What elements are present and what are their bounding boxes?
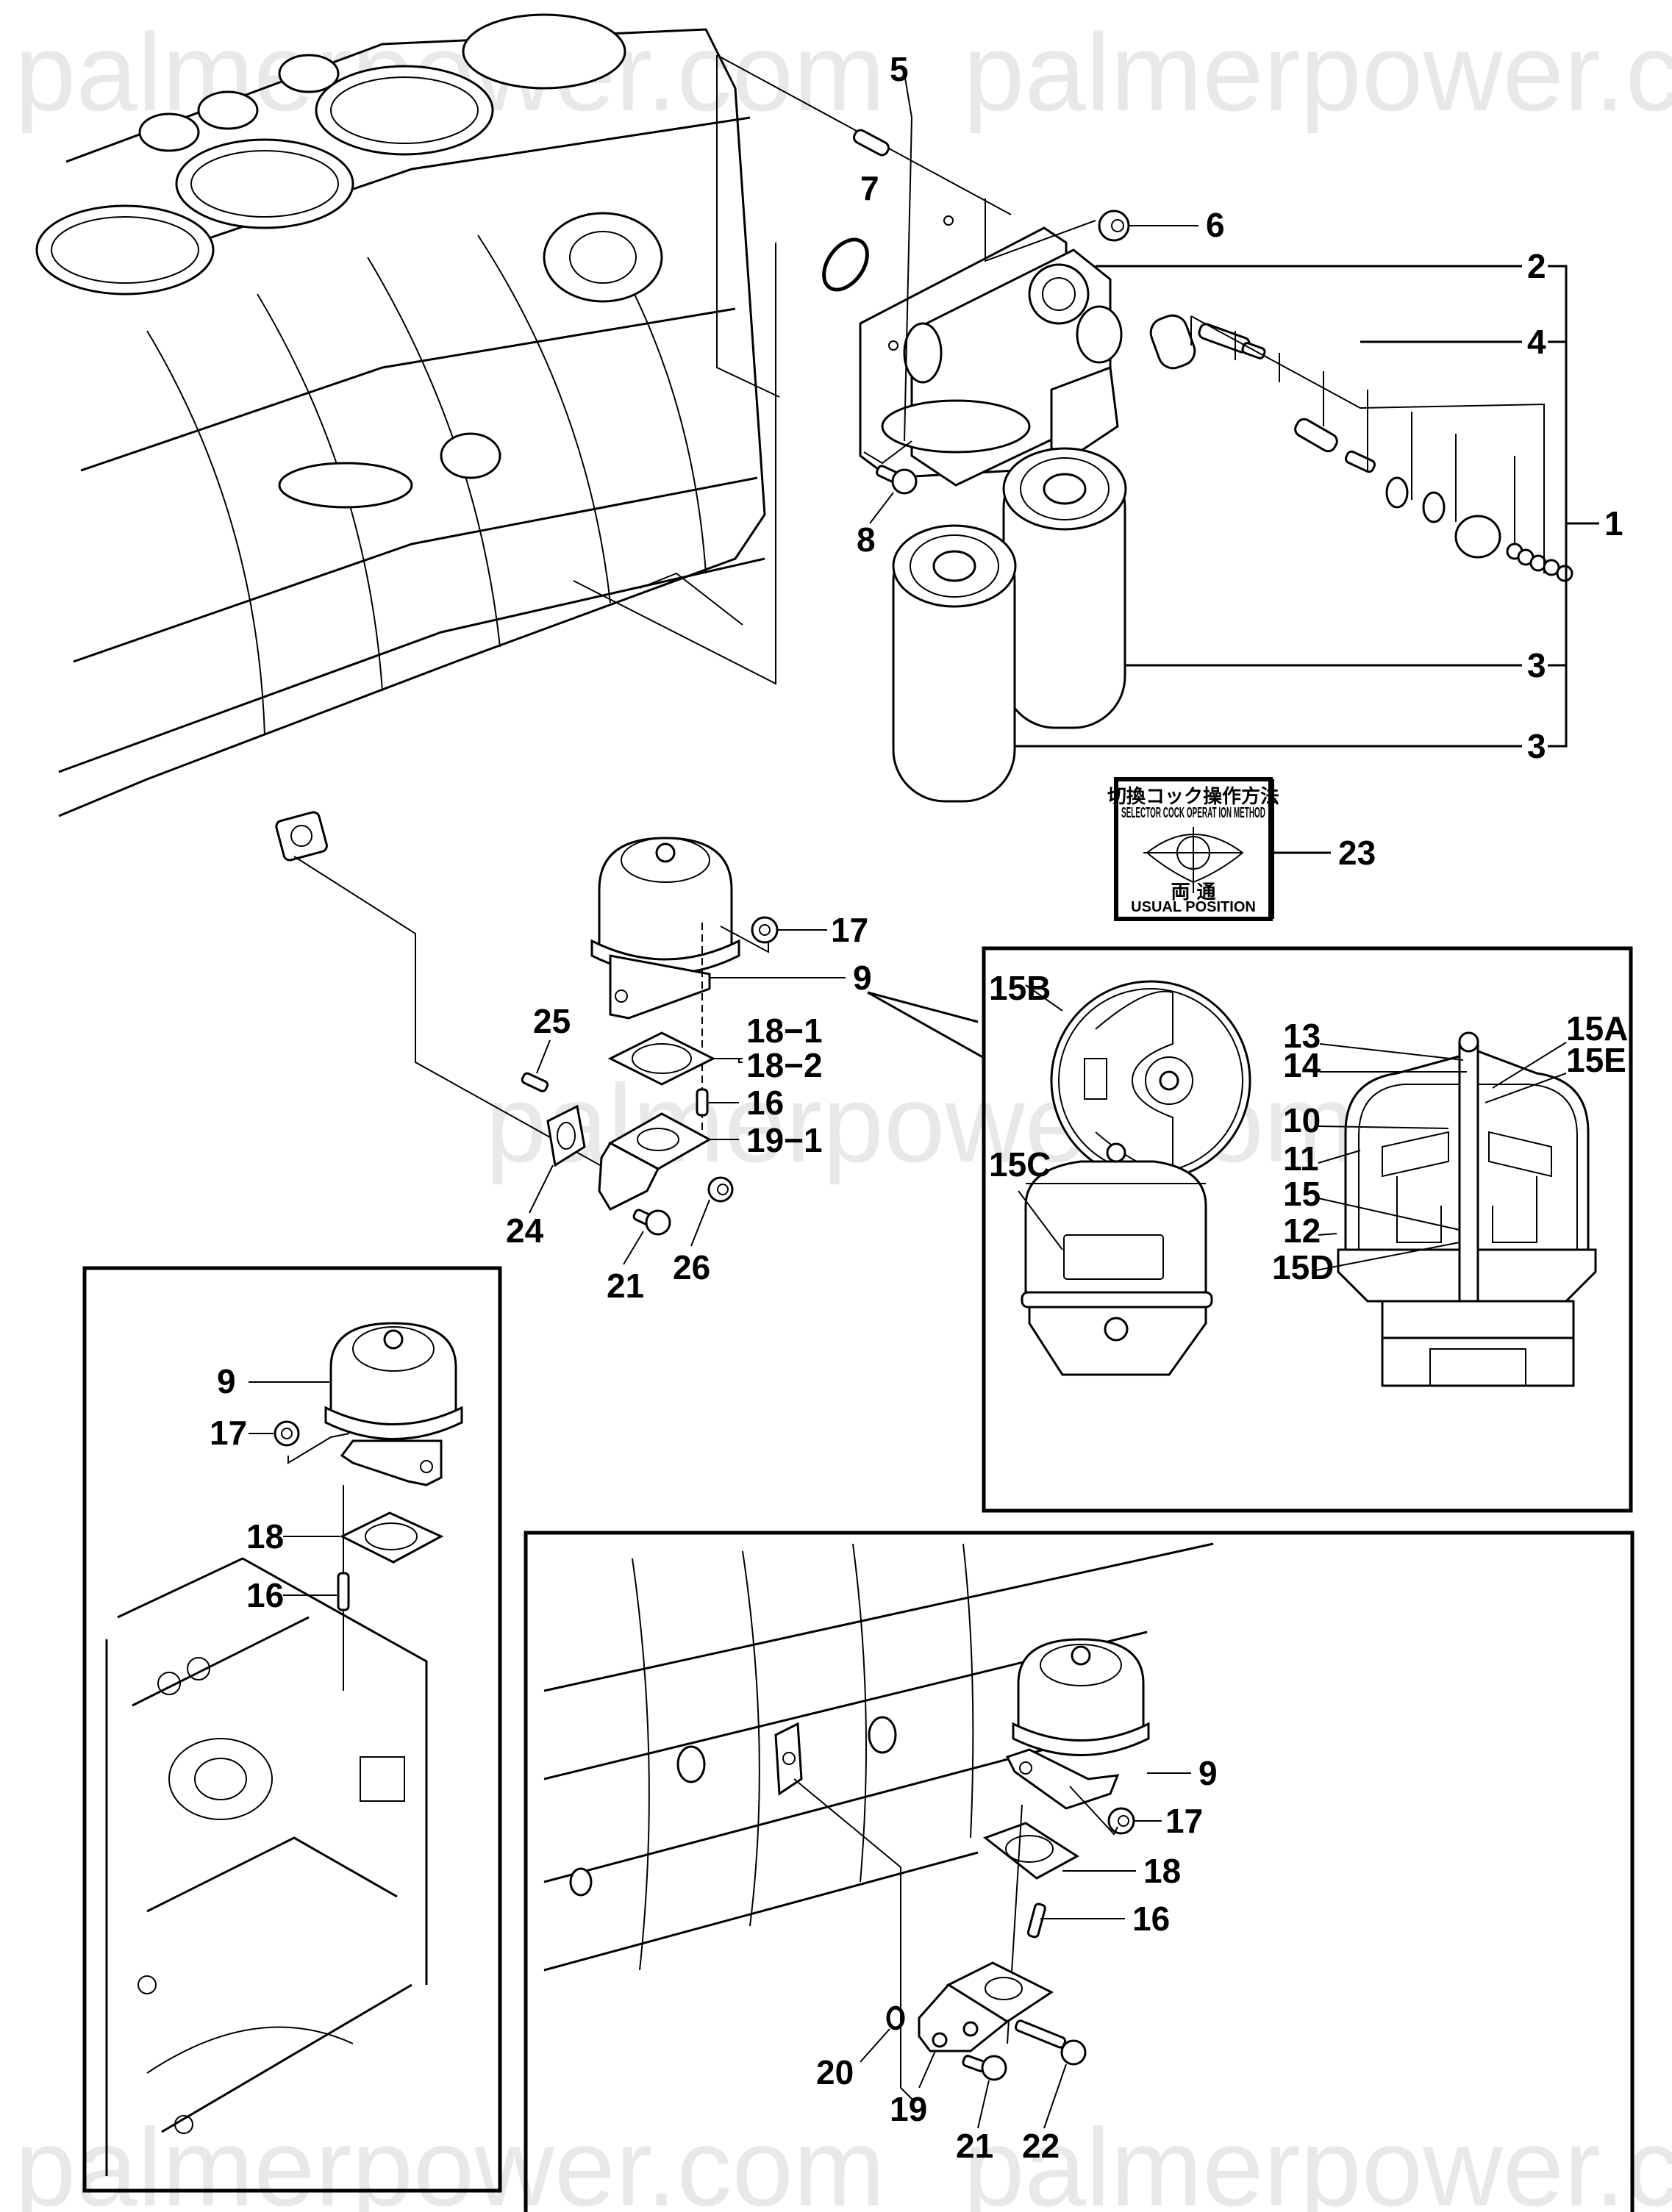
- main-callouts: 2 4 1 3 3 5 6 7 8: [857, 50, 1623, 765]
- selector-label-title-en: SELECTOR COCK OPERAT ION METHOD: [1121, 805, 1265, 821]
- bottom-inset: 9 17 18 16 19: [524, 1531, 1635, 2212]
- part-20-o-ring-bottom: 20: [816, 2005, 905, 2091]
- callout-24: 24: [506, 1211, 544, 1250]
- callout-15: 15: [1283, 1175, 1321, 1213]
- callout-5: 5: [890, 50, 909, 88]
- part-4-selector-valve-kit: [1149, 314, 1573, 582]
- callout-18-left: 18: [246, 1517, 284, 1556]
- callout-16-bottom: 16: [1132, 1900, 1170, 1938]
- callout-16-left: 16: [246, 1576, 284, 1614]
- callout-3-rear: 3: [1527, 646, 1546, 684]
- part-8-bolt: [863, 440, 918, 495]
- callout-2: 2: [1527, 247, 1546, 285]
- part-16-stud-bottom: 16: [1007, 1804, 1170, 2044]
- callout-17-bottom: 17: [1165, 1802, 1203, 1840]
- part-6-nut: [985, 198, 1130, 262]
- part-16-stud-left: 16: [246, 1485, 350, 1691]
- part-9-centrifugal-filter-main: 9: [590, 837, 986, 1136]
- left-inset: 9 17 18 16: [82, 1266, 502, 2193]
- part-17-nut-bottom: 17: [1069, 1786, 1203, 1840]
- callout-10: 10: [1283, 1101, 1321, 1139]
- callout-22-bottom: 22: [1022, 2127, 1060, 2165]
- callout-9-left: 9: [217, 1362, 236, 1400]
- callout-16-main: 16: [746, 1084, 784, 1122]
- callout-18-bottom: 18: [1143, 1852, 1181, 1890]
- part-17-nut-left: 17: [210, 1414, 350, 1464]
- callout-15A: 15A: [1566, 1009, 1628, 1048]
- part-16-stud-main: 16: [696, 1084, 784, 1122]
- part-21-bolt-main: 21: [607, 1209, 671, 1305]
- part-21-bolt-bottom: 21: [956, 2055, 1007, 2165]
- callout-26: 26: [673, 1248, 710, 1286]
- part-18-gasket-bottom: 18: [982, 1822, 1181, 1890]
- part-15C-side-view: 15C: [989, 1142, 1213, 1376]
- part-15B-top-view: 15B: [989, 969, 1251, 1181]
- callout-15E: 15E: [1566, 1041, 1626, 1079]
- part-18-gasket-main: 18−1 18−2: [607, 1012, 823, 1086]
- selector-cock-icon: [1143, 827, 1244, 893]
- callout-19-bottom: 19: [890, 2090, 927, 2128]
- engine-block: [35, 13, 766, 862]
- watermark-bottom-left: palmerpower.com: [15, 2105, 885, 2212]
- callout-15C: 15C: [989, 1145, 1051, 1184]
- callout-11: 11: [1283, 1139, 1319, 1178]
- part-9-centrifugal-filter-bottom: 9: [1005, 1638, 1218, 1810]
- callout-4: 4: [1527, 323, 1546, 361]
- part-24-gasket: 24: [506, 1104, 586, 1250]
- left-inset-engine-front-cover: [105, 1557, 428, 2176]
- detail-callouts: 13 14 15A 15E 10 11 15 12 15D: [1272, 1009, 1628, 1286]
- part-18-gasket-left: 18: [246, 1511, 444, 1564]
- part-22-bolt-bottom: 22: [1014, 2019, 1087, 2165]
- callout-15B: 15B: [989, 969, 1051, 1007]
- part-5-stud: [853, 129, 890, 157]
- callout-7: 7: [860, 169, 879, 207]
- callout-19-1: 19−1: [746, 1121, 823, 1159]
- callout-14: 14: [1283, 1046, 1321, 1084]
- callout-9-main: 9: [853, 959, 872, 997]
- part-3-filter-element-front: [892, 524, 1017, 803]
- callout-13: 13: [1283, 1017, 1321, 1055]
- selector-label-position-en: USUAL POSITION: [1131, 899, 1256, 915]
- callout-23: 23: [1338, 834, 1376, 872]
- part-23-selector-label: 切換コック操作方法 SELECTOR COCK OPERAT ION METHO…: [1107, 777, 1376, 921]
- part-25-stud: 25: [521, 1002, 571, 1092]
- watermarks: palmerpower.com palmerpower.com palmerpo…: [15, 10, 1672, 2212]
- callout-9-bottom: 9: [1198, 1754, 1218, 1792]
- callout-18-2: 18−2: [746, 1046, 823, 1084]
- callout-20-bottom: 20: [816, 2053, 854, 2091]
- callout-6: 6: [1206, 206, 1225, 244]
- part-19-1-bracket-main: 19−1: [598, 1112, 823, 1211]
- part-3-filter-element-rear: [1002, 447, 1127, 729]
- part-9-centrifugal-filter-left: 9: [217, 1322, 463, 1486]
- callout-8: 8: [857, 520, 876, 559]
- callout-1: 1: [1604, 504, 1623, 543]
- assembly-bracket: [904, 73, 1599, 748]
- part-17-nut-main: 17: [720, 911, 868, 953]
- selector-label-title-jp: 切換コック操作方法: [1107, 785, 1279, 808]
- callout-3-front: 3: [1527, 727, 1546, 765]
- callout-21-bottom: 21: [956, 2127, 993, 2165]
- watermark-top-right: palmerpower.com: [963, 10, 1672, 134]
- callout-18-1: 18−1: [746, 1012, 823, 1050]
- part-7-o-ring: [822, 237, 869, 292]
- watermark-bottom-right: palmerpower.com: [963, 2105, 1672, 2212]
- part-26-nut: 26: [673, 1176, 734, 1286]
- detail-inset: 15B 15C: [982, 946, 1633, 1513]
- filter-head: [859, 215, 1123, 487]
- callout-17-main: 17: [831, 911, 868, 949]
- callout-12: 12: [1283, 1211, 1321, 1250]
- part-19-bracket-bottom: 19: [890, 1961, 1054, 2128]
- selector-label-position-jp: 両 通: [1171, 881, 1215, 903]
- callout-15D: 15D: [1272, 1248, 1334, 1286]
- cross-section-view: [1337, 1031, 1597, 1387]
- callout-21-main: 21: [607, 1267, 644, 1305]
- callout-25: 25: [533, 1002, 571, 1040]
- callout-17-left: 17: [210, 1414, 247, 1452]
